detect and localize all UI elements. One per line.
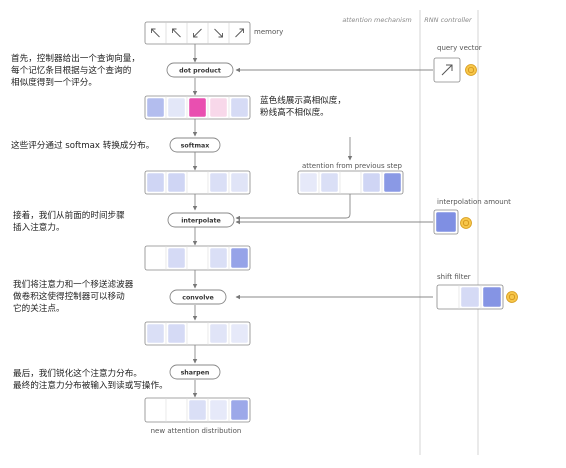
interpolated-cell-4 [231, 248, 248, 268]
convolved-row [144, 321, 251, 346]
arrow-down-right-icon [214, 28, 223, 38]
previous-cell-3 [363, 173, 380, 192]
annotation-similarity: 蓝色线展示高相似度， 粉线高不相似度。 [260, 94, 346, 118]
interpolated-row [144, 245, 251, 271]
convolved-cell-2 [189, 324, 206, 343]
shift-filter-cell-2 [483, 287, 501, 307]
shift-filter-cell-0 [439, 287, 457, 307]
interpolated-cell-2 [189, 248, 206, 268]
interpolated-cell-3 [210, 248, 227, 268]
sharpened-row [144, 397, 251, 423]
interpolate-label: interpolate [181, 218, 221, 225]
query-coin-icon [465, 64, 477, 76]
sharpened-cell-2 [189, 400, 206, 420]
arrow-up-right-icon [235, 28, 244, 38]
annotation-softmax-line-1: 这些评分通过 softmax 转换成分布。 [11, 139, 154, 151]
sharpened-cell-4 [231, 400, 248, 420]
annotation-convolve-line-2: 做卷积这使得控制器可以移动 [13, 290, 125, 302]
annotation-similarity-line-2: 粉线高不相似度。 [260, 106, 329, 118]
sharpen-label: sharpen [181, 370, 210, 377]
convolve-button[interactable]: convolve [169, 289, 227, 305]
scores-cell-4 [231, 98, 248, 117]
softmax-row [144, 170, 251, 195]
previous-cell-0 [300, 173, 317, 192]
annotation-sharpen-line-1: 最后，我们锐化这个注意力分布。 [13, 367, 142, 379]
annotation-interpolate-line-2: 插入注意力。 [13, 221, 65, 233]
annotation-convolve-line-1: 我们将注意力和一个移送滤波器 [13, 278, 134, 290]
attention-previous-label: attention from previous step [302, 162, 403, 170]
previous-cell-4 [384, 173, 401, 192]
annotation-sharpen: 最后，我们锐化这个注意力分布。 最终的注意力分布被输入到读或写操作。 [13, 367, 168, 391]
memory-label: memory [254, 28, 283, 36]
softmax-button[interactable]: softmax [169, 137, 221, 153]
prev-attention-arrow [235, 194, 351, 221]
convolved-cell-0 [147, 324, 164, 343]
shift-filter-label: shift filter [437, 273, 471, 281]
shift-filter-cell-1 [461, 287, 479, 307]
column-title-attention: attention mechanism [342, 16, 411, 24]
softmax-cell-4 [231, 173, 248, 192]
dot-product-button[interactable]: dot product [166, 62, 234, 78]
interpolate-button[interactable]: interpolate [167, 212, 235, 228]
scores-cell-3 [210, 98, 227, 117]
annotation-query-line-2: 每个记忆条目根据与这个查询的 [11, 64, 131, 76]
annotation-query: 首先，控制器给出一个查询向量， 每个记忆条目根据与这个查询的 相似度得到一个评分… [11, 52, 140, 88]
convolved-cell-3 [210, 324, 227, 343]
previous-cell-2 [342, 173, 359, 192]
softmax-cell-1 [168, 173, 185, 192]
sharpen-button[interactable]: sharpen [169, 364, 221, 380]
interpolation-amount-cell [433, 209, 459, 235]
interp-coin-icon [460, 217, 472, 229]
annotation-interpolate-line-1: 接着，我们从前面的时间步骤 [13, 209, 125, 221]
softmax-cell-2 [189, 173, 206, 192]
previous-cell-1 [321, 173, 338, 192]
memory-row [144, 21, 251, 45]
arrow-up-left-icon [172, 28, 181, 38]
sharpened-cell-0 [147, 400, 164, 420]
annotation-interpolate: 接着，我们从前面的时间步骤 插入注意力。 [13, 209, 125, 233]
interpolation-amount-label: interpolation amount [437, 198, 511, 206]
interp-amount-cell-0 [436, 212, 456, 232]
dot-product-label: dot product [179, 68, 221, 75]
arrow-up-left-icon [151, 28, 160, 38]
interpolated-cell-1 [168, 248, 185, 268]
annotation-query-line-3: 相似度得到一个评分。 [11, 76, 97, 88]
softmax-cell-0 [147, 173, 164, 192]
arrow-down-left-icon [193, 28, 202, 38]
softmax-label: softmax [181, 143, 210, 150]
arrow-up-right-icon [441, 64, 453, 76]
annotation-convolve: 我们将注意力和一个移送滤波器 做卷积这使得控制器可以移动 它的关注点。 [13, 278, 134, 314]
convolve-label: convolve [182, 295, 214, 302]
annotation-sharpen-line-2: 最终的注意力分布被输入到读或写操作。 [13, 379, 168, 391]
column-title-rnn: RNN controller [424, 16, 473, 24]
sharpened-cell-1 [168, 400, 185, 420]
previous-attention-row [297, 170, 404, 195]
interpolated-cell-0 [147, 248, 164, 268]
new-attention-label: new attention distribution [151, 427, 242, 435]
shift-coin-icon [506, 291, 518, 303]
sharpened-cell-3 [210, 400, 227, 420]
annotation-convolve-line-3: 它的关注点。 [13, 302, 65, 314]
scores-row [144, 95, 251, 120]
query-vector-label: query vector [437, 44, 482, 52]
query-vector-box [433, 57, 461, 83]
convolved-cell-1 [168, 324, 185, 343]
shift-filter-row [436, 284, 504, 310]
annotation-softmax: 这些评分通过 softmax 转换成分布。 [11, 139, 154, 151]
annotation-similarity-line-1: 蓝色线展示高相似度， [260, 94, 346, 106]
scores-cell-2 [189, 98, 206, 117]
annotation-query-line-1: 首先，控制器给出一个查询向量， [11, 52, 140, 64]
scores-cell-0 [147, 98, 164, 117]
scores-cell-1 [168, 98, 185, 117]
convolved-cell-4 [231, 324, 248, 343]
softmax-cell-3 [210, 173, 227, 192]
